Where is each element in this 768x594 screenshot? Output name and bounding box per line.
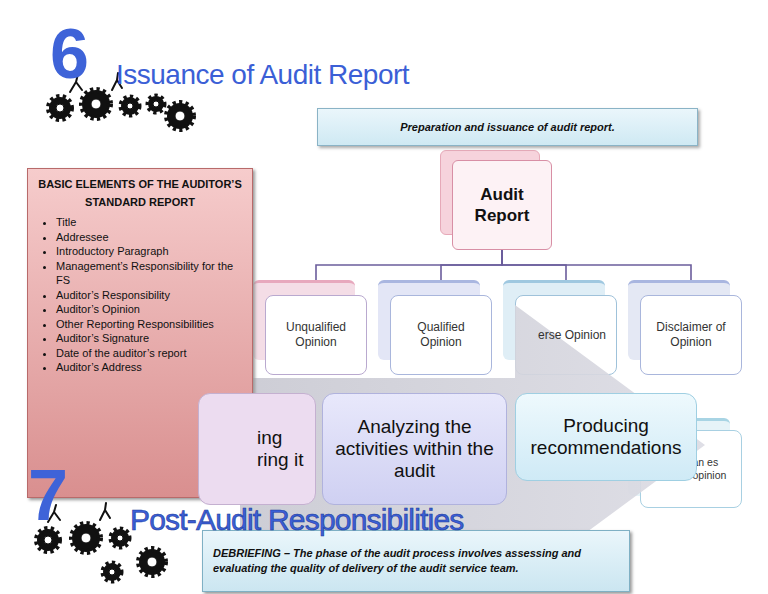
step-box: ing ring it (198, 393, 316, 505)
list-item: Auditor’s Signature (56, 331, 244, 346)
node-text: Disclaimer of Opinion (641, 320, 741, 350)
list-item: Introductory Paragraph (56, 244, 244, 259)
section-heading: Post-Audit Responsibilities (130, 502, 464, 538)
node-text: Preparation and issuance of audit report… (394, 121, 621, 133)
root-box: Audit Report (452, 160, 552, 250)
step-box: Producing recommendations (515, 393, 697, 481)
definition-box: DEBRIEFING – The phase of the audit proc… (202, 530, 630, 592)
list-item: Addressee (56, 230, 244, 245)
node-text: erse Opinion (516, 328, 616, 343)
opinion-box: Disclaimer of Opinion (640, 295, 742, 375)
slide-title: Issuance of Audit Report (116, 58, 409, 92)
section-number: 6 (50, 18, 87, 90)
list-item: Other Reporting Responsibilities (56, 317, 244, 332)
opinion-box: Unqualified Opinion (265, 295, 367, 375)
node-text: Producing recommendations (516, 415, 696, 459)
bullet-list: TitleAddresseeIntroductory ParagraphMana… (36, 215, 244, 375)
node-text: Unqualified Opinion (266, 320, 366, 350)
panel-heading: BASIC ELEMENTS OF THE AUDITOR’S STANDARD… (36, 175, 244, 211)
node-text: Analyzing the activities within the audi… (323, 416, 506, 482)
opinion-box: Qualified Opinion (390, 295, 492, 375)
list-item: Date of the auditor’s report (56, 346, 244, 361)
list-item: Management’s Responsibility for the FS (56, 259, 244, 288)
node-text: DEBRIEFING – The phase of the audit proc… (203, 546, 629, 576)
list-item: Title (56, 215, 244, 230)
node-text: ing ring it (199, 427, 315, 471)
section-number: 7 (28, 458, 66, 532)
list-item: Auditor’s Address (56, 360, 244, 375)
node-text: Audit Report (453, 184, 551, 226)
list-item: Auditor’s Responsibility (56, 288, 244, 303)
step-box: Analyzing the activities within the audi… (322, 393, 507, 505)
list-item: Auditor’s Opinion (56, 302, 244, 317)
node-text: Qualified Opinion (391, 320, 491, 350)
header-box: Preparation and issuance of audit report… (317, 108, 698, 146)
